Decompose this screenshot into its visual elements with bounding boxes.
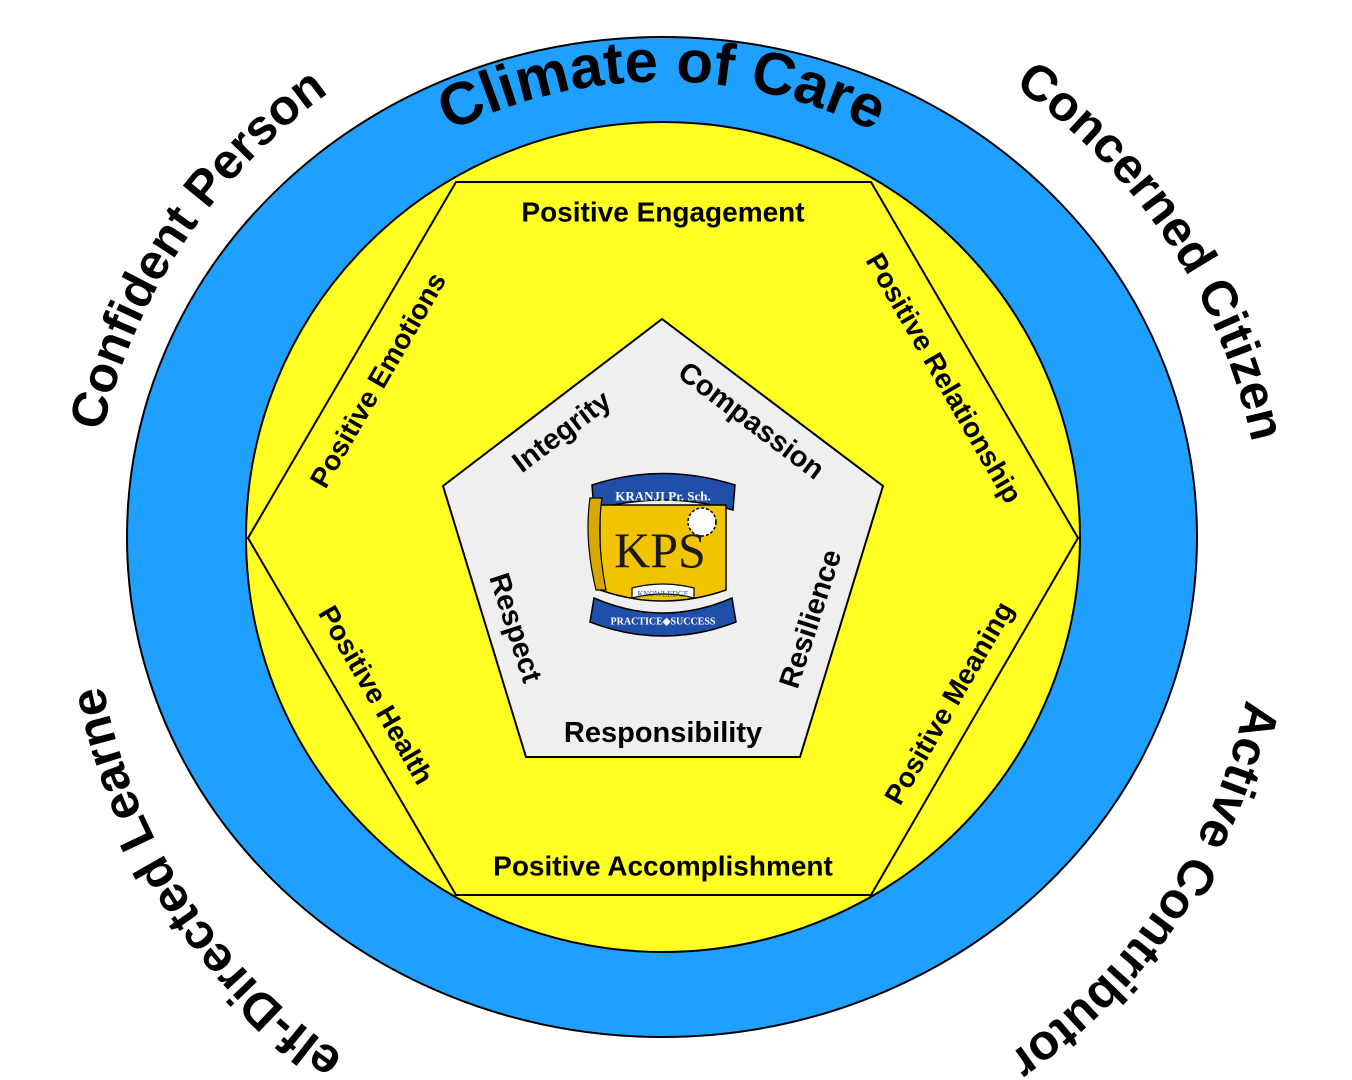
crest-book xyxy=(631,583,695,599)
crest-scroll xyxy=(587,497,607,591)
crest-bottom-banner xyxy=(589,596,737,637)
school-crest-logo: KRANJI Pr. Sch. KPS KNOWLEDGE PRACTICE◆S… xyxy=(587,472,737,637)
crest-monogram: KPS xyxy=(614,522,706,578)
value-responsibility: Responsibility xyxy=(564,717,762,749)
crest-school-name: KRANJI Pr. Sch. xyxy=(615,489,711,504)
crest-gear xyxy=(687,507,717,537)
crest-motto-bottom: PRACTICE◆SUCCESS xyxy=(611,617,716,628)
pillar-bottom: Positive Accomplishment xyxy=(493,851,833,882)
crest-top-banner xyxy=(591,472,736,511)
pillar-top: Positive Engagement xyxy=(521,197,804,228)
pillars-hexagon xyxy=(246,181,1080,896)
crest-motto-top: KNOWLEDGE xyxy=(637,590,688,599)
